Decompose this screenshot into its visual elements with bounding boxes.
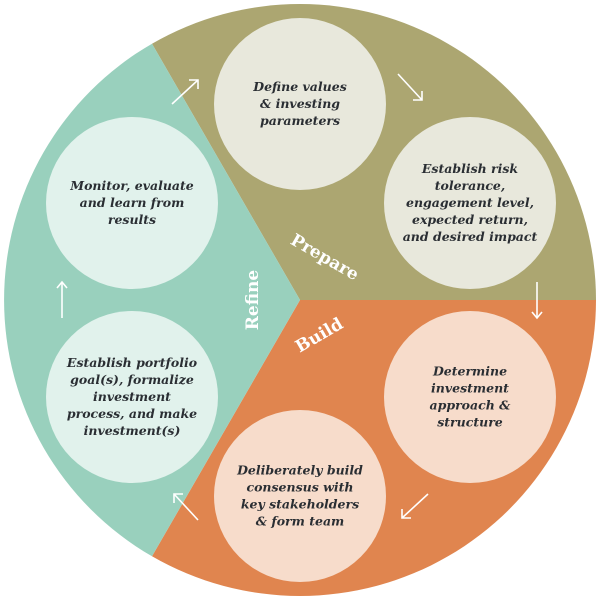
step-text-line: parameters <box>260 113 340 128</box>
step-text-line: Establish risk <box>421 161 519 176</box>
arrow-risk-to-approach <box>531 282 543 320</box>
step-text-line: Deliberately build <box>236 463 363 478</box>
step-text-line: Monitor, evaluate <box>69 178 194 193</box>
step-text-line: expected return, <box>412 212 528 227</box>
arrow-monitor-to-define <box>171 79 199 105</box>
arrow-define-to-risk <box>397 73 423 101</box>
step-text-line: consensus with <box>246 480 353 495</box>
step-text-risk-tolerance: Establish risk tolerance, engagement level… <box>403 161 538 244</box>
step-text-line: and desired impact <box>403 229 538 244</box>
step-circle-define-values <box>214 18 386 190</box>
step-text-portfolio-goals: Establish portfolio goal(s), formalize inv… <box>66 355 197 438</box>
step-text-line: structure <box>437 415 503 430</box>
step-circle-portfolio-goals <box>46 311 218 483</box>
step-text-line: engagement level, <box>406 195 534 210</box>
step-text-line: Establish portfolio <box>66 355 197 370</box>
step-text-line: & form team <box>256 514 345 529</box>
step-circle-build-consensus <box>214 410 386 582</box>
step-text-line: key stakeholders <box>241 497 359 512</box>
arrow-goals-to-monitor <box>56 280 68 318</box>
step-text-line: Determine <box>432 364 507 379</box>
arrow-consensus-to-goals <box>173 493 199 521</box>
step-text-line: & investing <box>260 96 340 111</box>
step-circle-risk-tolerance <box>384 117 556 289</box>
arrow-approach-to-consensus <box>401 493 429 519</box>
step-circle-monitor <box>46 117 218 289</box>
phase-label-refine: Refine <box>243 270 263 331</box>
step-text-monitor: Monitor, evaluate and learn from results <box>69 178 194 227</box>
step-text-line: Define values <box>252 79 346 94</box>
step-text-line: approach & <box>430 398 512 413</box>
step-text-build-consensus: Deliberately build consensus with key stak… <box>236 463 363 529</box>
step-text-line: investment(s) <box>84 423 181 438</box>
step-text-line: process, and make <box>67 406 197 421</box>
step-text-investment-approach: Determine investment approach & structure <box>430 364 512 430</box>
step-text-define-values: Define values & investing parameters <box>252 79 346 128</box>
step-circle-investment-approach <box>384 311 556 483</box>
step-text-line: and learn from <box>80 195 185 210</box>
step-text-line: goal(s), formalize <box>70 372 194 387</box>
step-text-line: tolerance, <box>435 178 506 193</box>
step-text-line: results <box>108 212 156 227</box>
step-text-line: investment <box>431 381 509 396</box>
step-text-line: investment <box>93 389 171 404</box>
